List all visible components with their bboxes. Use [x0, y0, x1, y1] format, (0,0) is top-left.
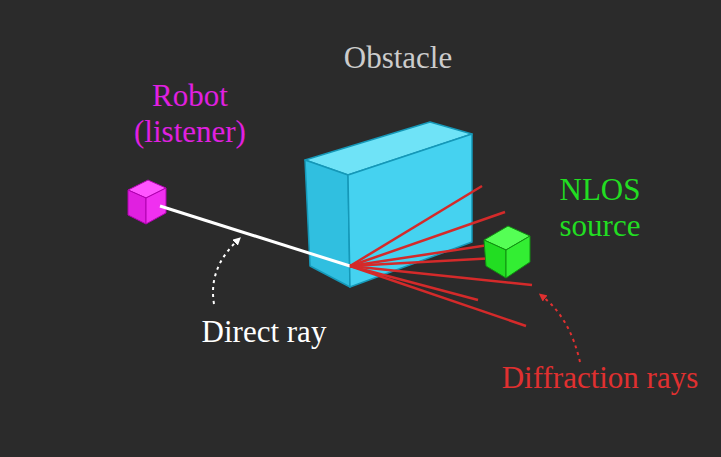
direct-ray-label: Direct ray [164, 314, 364, 350]
robot-cube [128, 180, 166, 224]
diffraction-rays [350, 186, 532, 326]
diffraction-label: Diffraction rays [500, 360, 700, 396]
source-label: NLOS source [530, 172, 670, 243]
direct-ray [160, 206, 350, 266]
source-cube [484, 226, 530, 278]
callout-arrow [213, 240, 238, 304]
robot-label: Robot (listener) [120, 78, 260, 149]
obstacle-box [305, 122, 472, 287]
callout-arrow [542, 296, 580, 362]
obstacle-label: Obstacle [298, 40, 498, 76]
